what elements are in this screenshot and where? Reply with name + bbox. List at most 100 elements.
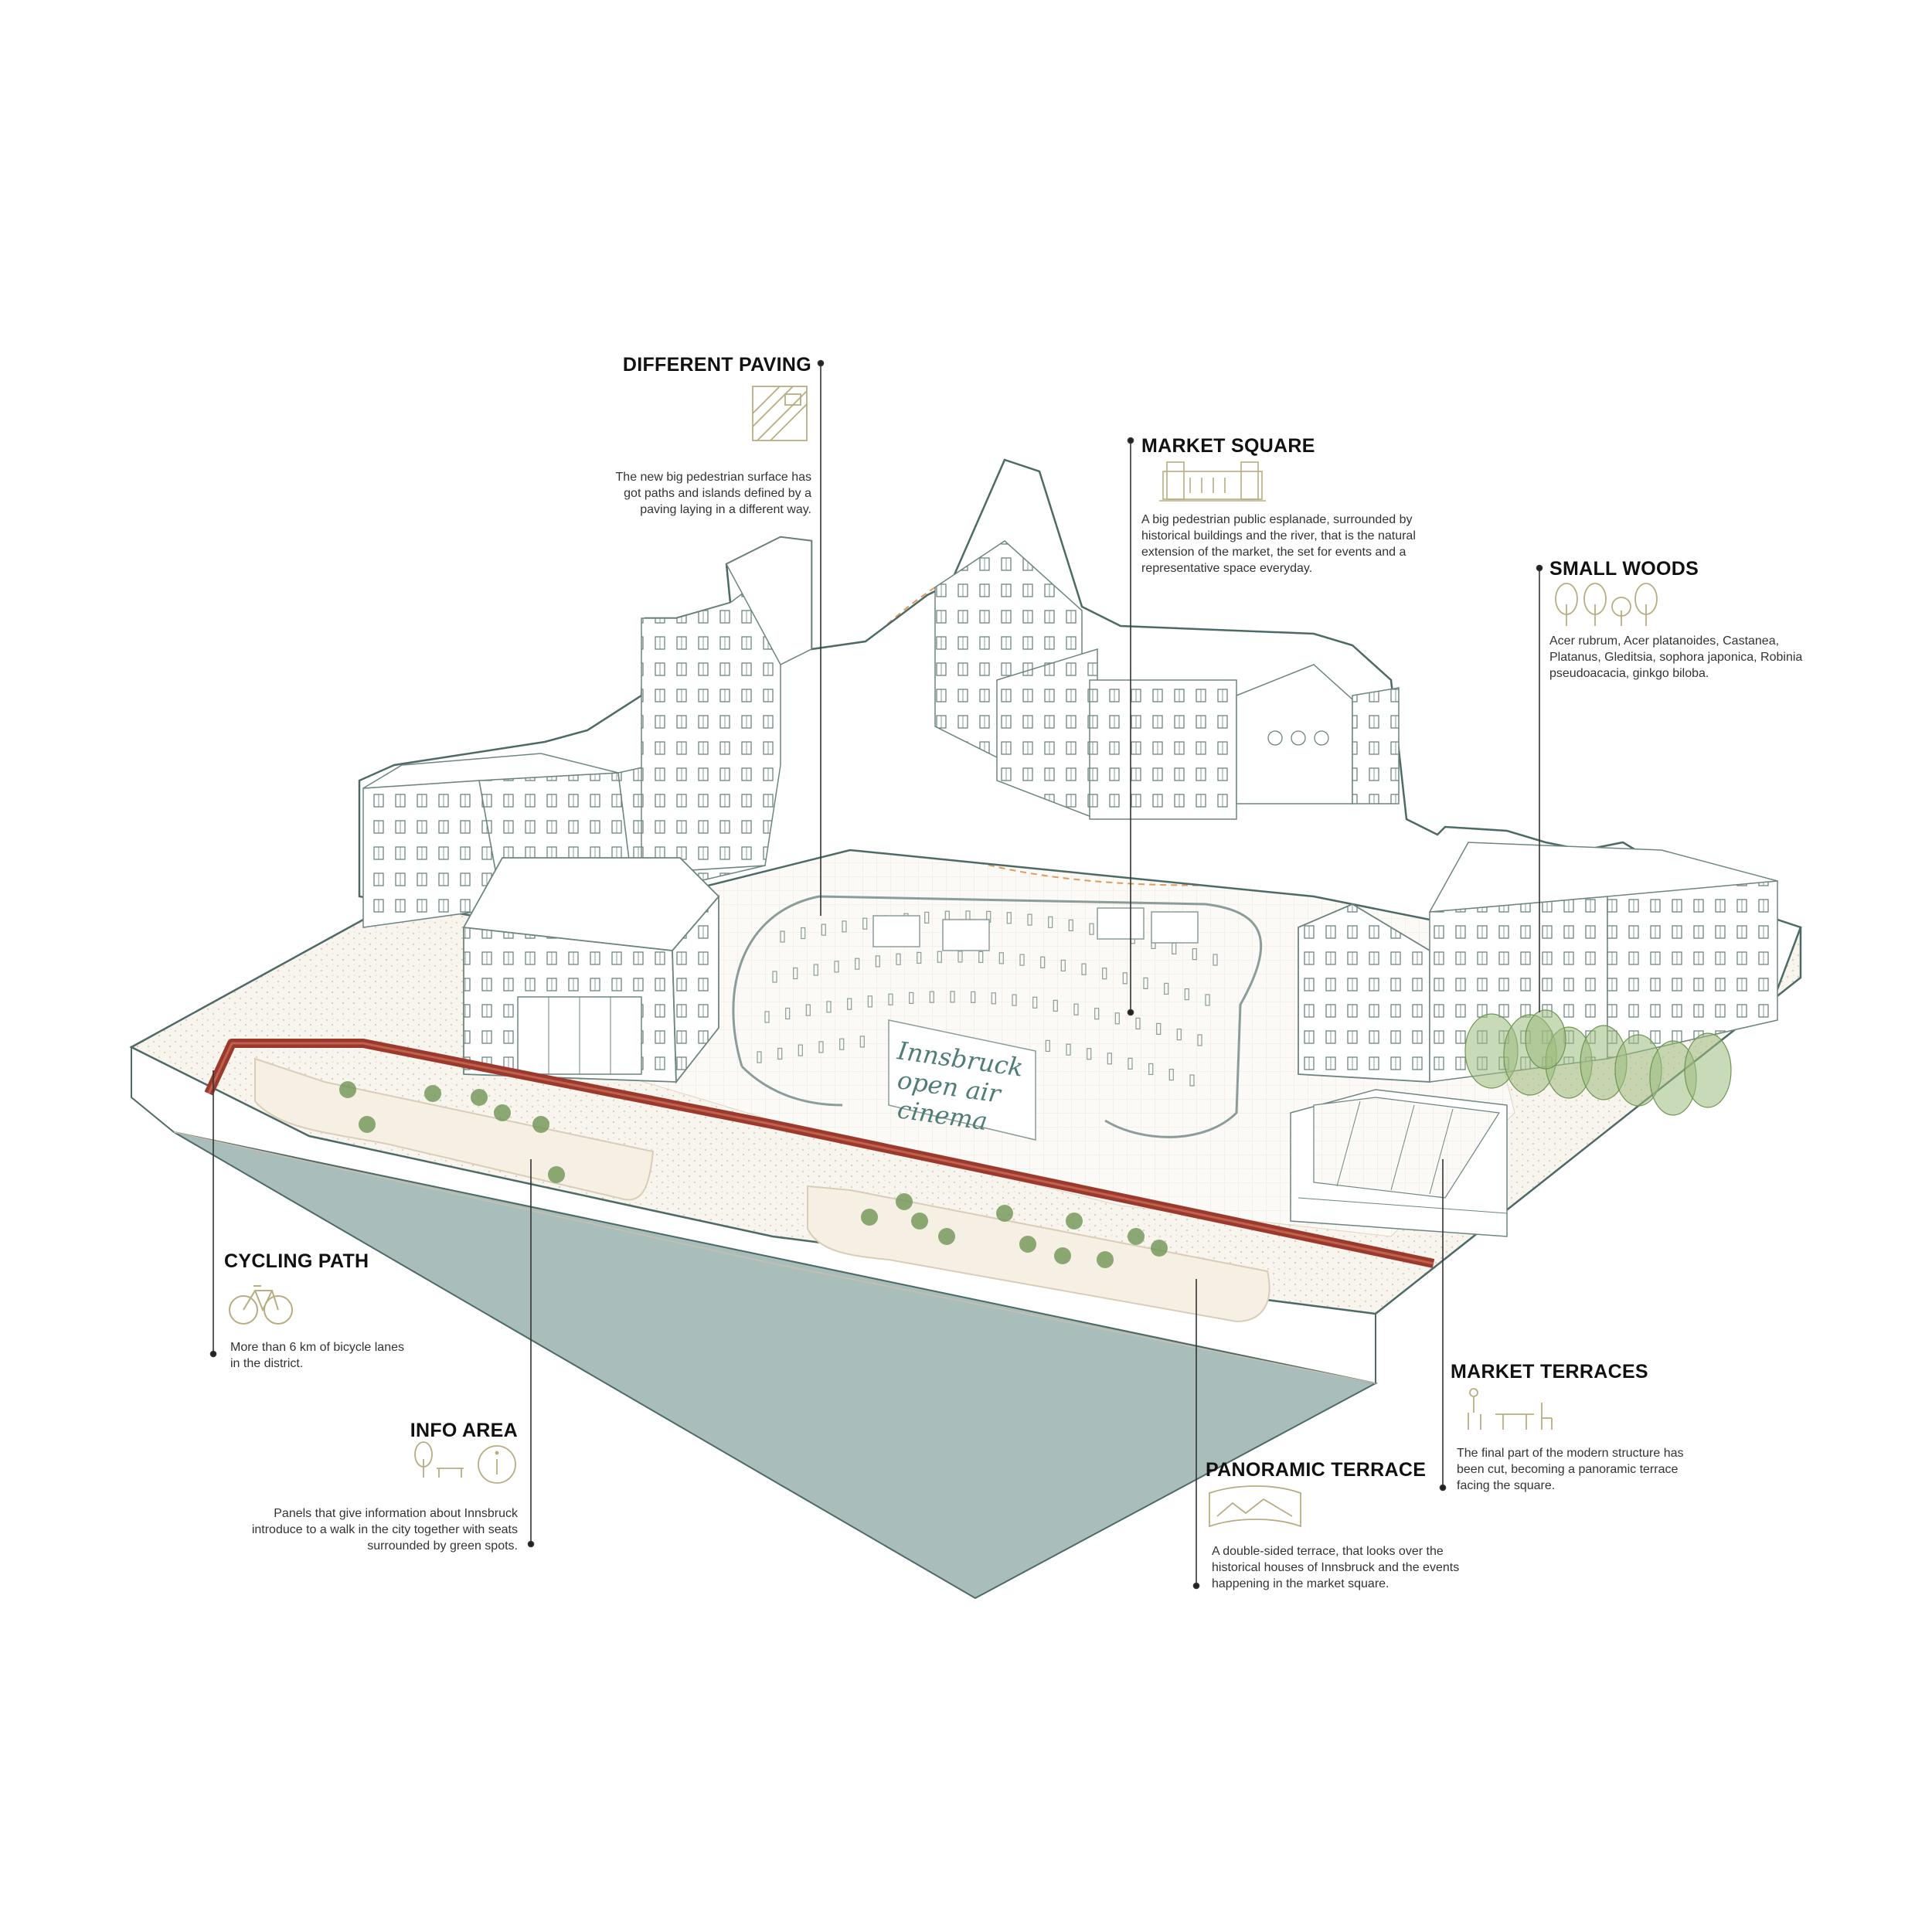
cinema-seat — [998, 952, 1004, 964]
cinema-seat — [1197, 1034, 1202, 1046]
cinema-seat — [971, 991, 976, 1004]
cinema-seat — [785, 1007, 791, 1020]
trees-icon — [1555, 583, 1658, 626]
cinema-seat — [1128, 1057, 1133, 1070]
cinema-seat — [1176, 1028, 1182, 1041]
cinema-seat — [1184, 988, 1189, 1001]
cinema-seat — [862, 917, 868, 930]
cinema-seat — [867, 995, 872, 1008]
cinema-seat — [1156, 1022, 1162, 1036]
shrub — [548, 1166, 565, 1183]
cinema-seats — [757, 910, 1218, 1087]
cycling-path-title: CYCLING PATH — [224, 1250, 369, 1272]
cinema-seat — [888, 993, 893, 1005]
building-front-left — [462, 857, 720, 1084]
cinema-seat — [842, 920, 847, 933]
small-woods-trees — [1464, 1009, 1732, 1116]
building-tower-left — [641, 536, 812, 874]
cinema-seat — [1060, 959, 1066, 972]
shrub — [532, 1116, 549, 1133]
cinema-seat — [813, 964, 818, 976]
cinema-seat — [909, 992, 914, 1005]
info-area-text: Panels that give information about Innsb… — [251, 1507, 518, 1553]
cinema-seat — [1102, 968, 1107, 980]
quay-lower-line — [173, 1131, 1376, 1384]
bicycle-icon — [229, 1285, 293, 1325]
cinema-seat — [924, 911, 930, 924]
cinema-seat — [855, 957, 860, 970]
cinema-seat — [1148, 1063, 1154, 1076]
cinema-seat — [1114, 1012, 1120, 1025]
small-woods-text: Acer rubrum, Acer platanoides, Castanea,… — [1549, 634, 1803, 680]
panoramic-terrace-title: PANORAMIC TERRACE — [1206, 1459, 1427, 1481]
different-paving-title: DIFFERENT PAVING — [622, 354, 811, 376]
cinema-seat — [1089, 923, 1094, 935]
cinema-seat — [764, 1011, 770, 1023]
cinema-seat — [1213, 954, 1218, 966]
cinema-seat — [1066, 1043, 1071, 1056]
tree — [1525, 1009, 1566, 1070]
cycling-path — [204, 1039, 1435, 1268]
cinema-seat — [1081, 963, 1087, 975]
cinema-seat — [1122, 972, 1128, 985]
info-area-title: INFO AREA — [410, 1420, 518, 1441]
cinema-seat — [1192, 947, 1197, 961]
shrub — [1097, 1251, 1114, 1268]
shrub — [424, 1085, 441, 1102]
cinema-seat — [929, 991, 934, 1003]
shrub — [861, 1209, 878, 1226]
cinema-seat — [957, 951, 963, 963]
tree — [1684, 1032, 1732, 1108]
info-bench-icon — [414, 1441, 516, 1484]
cinema-seat — [917, 951, 922, 964]
cinema-seat — [801, 927, 806, 940]
cinema-seat — [818, 1041, 824, 1053]
market-square-title: MARKET SQUARE — [1141, 435, 1315, 457]
cinema-seat — [847, 998, 852, 1010]
cinema-seat — [1019, 954, 1025, 966]
cinema-seat — [834, 961, 839, 973]
shrub — [1066, 1213, 1083, 1230]
shrub — [911, 1213, 928, 1230]
building-center-back — [934, 540, 1400, 821]
cinema-seat — [937, 951, 942, 963]
market-terraces-text: The final part of the modern structure h… — [1457, 1447, 1684, 1492]
cycling-path-text: More than 6 km of bicycle lanes in the d… — [230, 1341, 404, 1370]
shrub — [494, 1104, 511, 1121]
annotation-panoramic-terrace: PANORAMIC TERRACE A double-sided terrace… — [1206, 1459, 1484, 1592]
shrub — [339, 1081, 356, 1098]
different-paving-text: The new big pedestrian surface has got p… — [615, 471, 811, 516]
green-spots — [339, 1081, 1168, 1268]
cinema-seat — [1068, 919, 1073, 932]
cinema-seat — [1012, 994, 1017, 1006]
annotation-info-area: INFO AREA Panels that give information a… — [232, 1420, 518, 1554]
building-right — [1298, 842, 1778, 1083]
cinema-seat — [1205, 994, 1210, 1006]
cinema-seat — [1040, 956, 1046, 968]
annotation-market-square: MARKET SQUARE A big pedestrian public es… — [1141, 435, 1458, 577]
cinema-seat — [1094, 1008, 1100, 1020]
shrub — [896, 1193, 913, 1210]
cinema-seat — [875, 955, 880, 968]
cinema-seat — [1006, 912, 1012, 924]
cinema-seat — [1107, 1053, 1112, 1065]
cinema-seat — [777, 1047, 783, 1060]
cinema-screen — [888, 1019, 1036, 1141]
cinema-seat — [757, 1051, 762, 1063]
panoramic-terrace-text: A double-sided terrace, that looks over … — [1212, 1545, 1460, 1590]
cinema-seat — [805, 1004, 811, 1016]
shrub — [359, 1116, 376, 1133]
cinema-seat — [1073, 1003, 1079, 1015]
cinema-seat — [1189, 1074, 1195, 1087]
annotation-small-woods: SMALL WOODS Acer rubrum, Acer platanoide… — [1549, 558, 1816, 682]
cinema-seat — [1027, 913, 1032, 926]
cinema-seat — [798, 1044, 803, 1056]
annotation-different-paving: DIFFERENT PAVING The new big pedestrian … — [541, 354, 811, 518]
cinema-seat — [859, 1036, 865, 1048]
annotation-market-terraces: MARKET TERRACES The final part of the mo… — [1451, 1361, 1706, 1494]
cinema-seat — [780, 930, 785, 943]
cinema-seat — [772, 971, 777, 983]
building-facade-icon — [1159, 461, 1266, 502]
cinema-seat — [950, 991, 955, 1003]
